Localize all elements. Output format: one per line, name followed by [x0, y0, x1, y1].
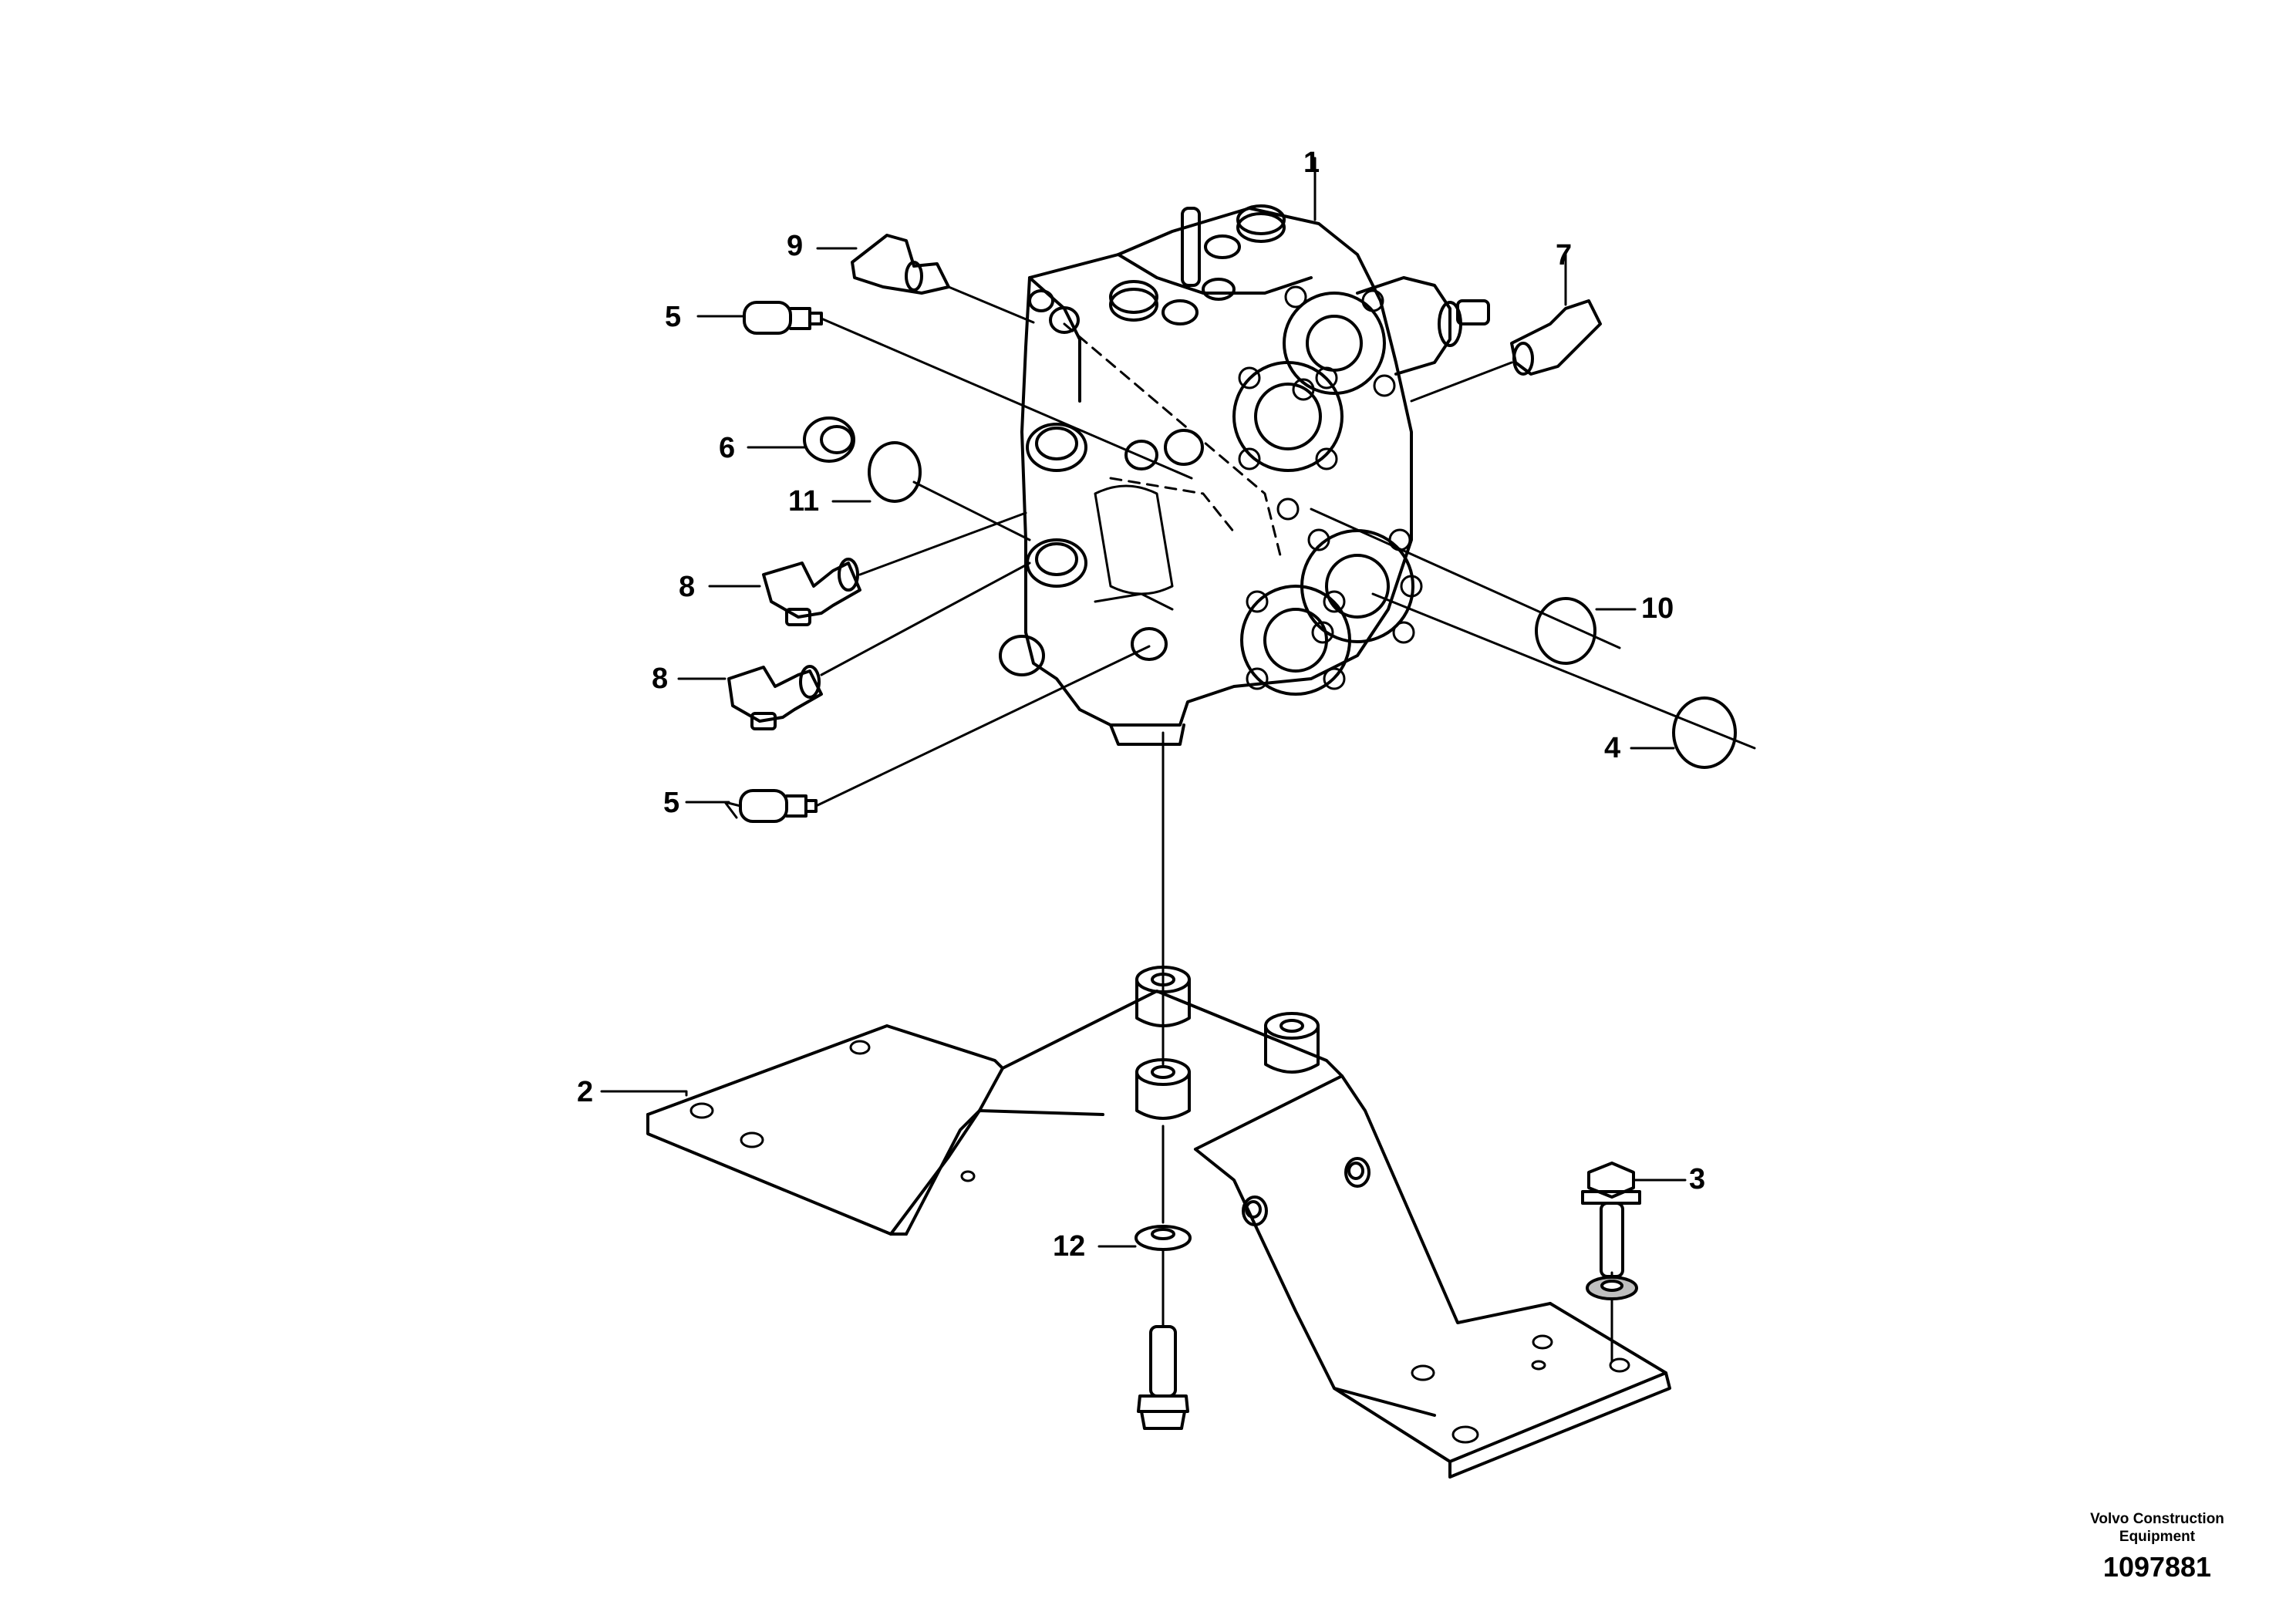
callout-12: 12	[1053, 1230, 1086, 1263]
elbow-8-upper	[708, 511, 1027, 626]
callout-6: 6	[719, 432, 736, 464]
adapter-5-lower	[685, 645, 1151, 823]
manufacturer-line-2: Equipment	[2119, 1529, 2196, 1546]
footer-block: Volvo Construction Equipment 1097881	[2072, 1511, 2242, 1583]
callout-5-lower: 5	[663, 787, 680, 819]
washer-12	[1097, 1125, 1192, 1328]
oring-10	[1310, 508, 1637, 665]
control-valve-block	[999, 157, 1490, 746]
bolt-3	[1581, 1162, 1687, 1278]
elbow-7	[1410, 253, 1602, 403]
bolt-lower	[1137, 1325, 1189, 1430]
manufacturer-line-1: Volvo Construction	[2090, 1511, 2224, 1528]
callout-8-lower: 8	[652, 663, 669, 695]
manufacturer-name: Volvo Construction Equipment	[2072, 1511, 2242, 1546]
callout-7: 7	[1556, 239, 1573, 271]
callout-11: 11	[788, 485, 820, 518]
document-number: 1097881	[2102, 1551, 2212, 1583]
callout-3: 3	[1689, 1163, 1706, 1195]
elbow-8-lower	[677, 561, 1031, 730]
callout-4: 4	[1604, 732, 1621, 764]
callout-2: 2	[577, 1076, 594, 1108]
adapter-5-upper	[696, 301, 1193, 480]
oring-4	[1371, 592, 1756, 769]
seal-6	[747, 416, 855, 463]
mounting-bracket	[600, 966, 1671, 1479]
callout-1: 1	[1303, 147, 1320, 179]
callout-9: 9	[787, 230, 804, 262]
callout-10: 10	[1641, 592, 1674, 625]
callout-8-upper: 8	[679, 571, 696, 603]
callout-5-upper: 5	[665, 301, 682, 333]
fitting-9	[816, 234, 1035, 324]
oring-11	[831, 441, 1031, 541]
washer-3	[1586, 1276, 1638, 1363]
